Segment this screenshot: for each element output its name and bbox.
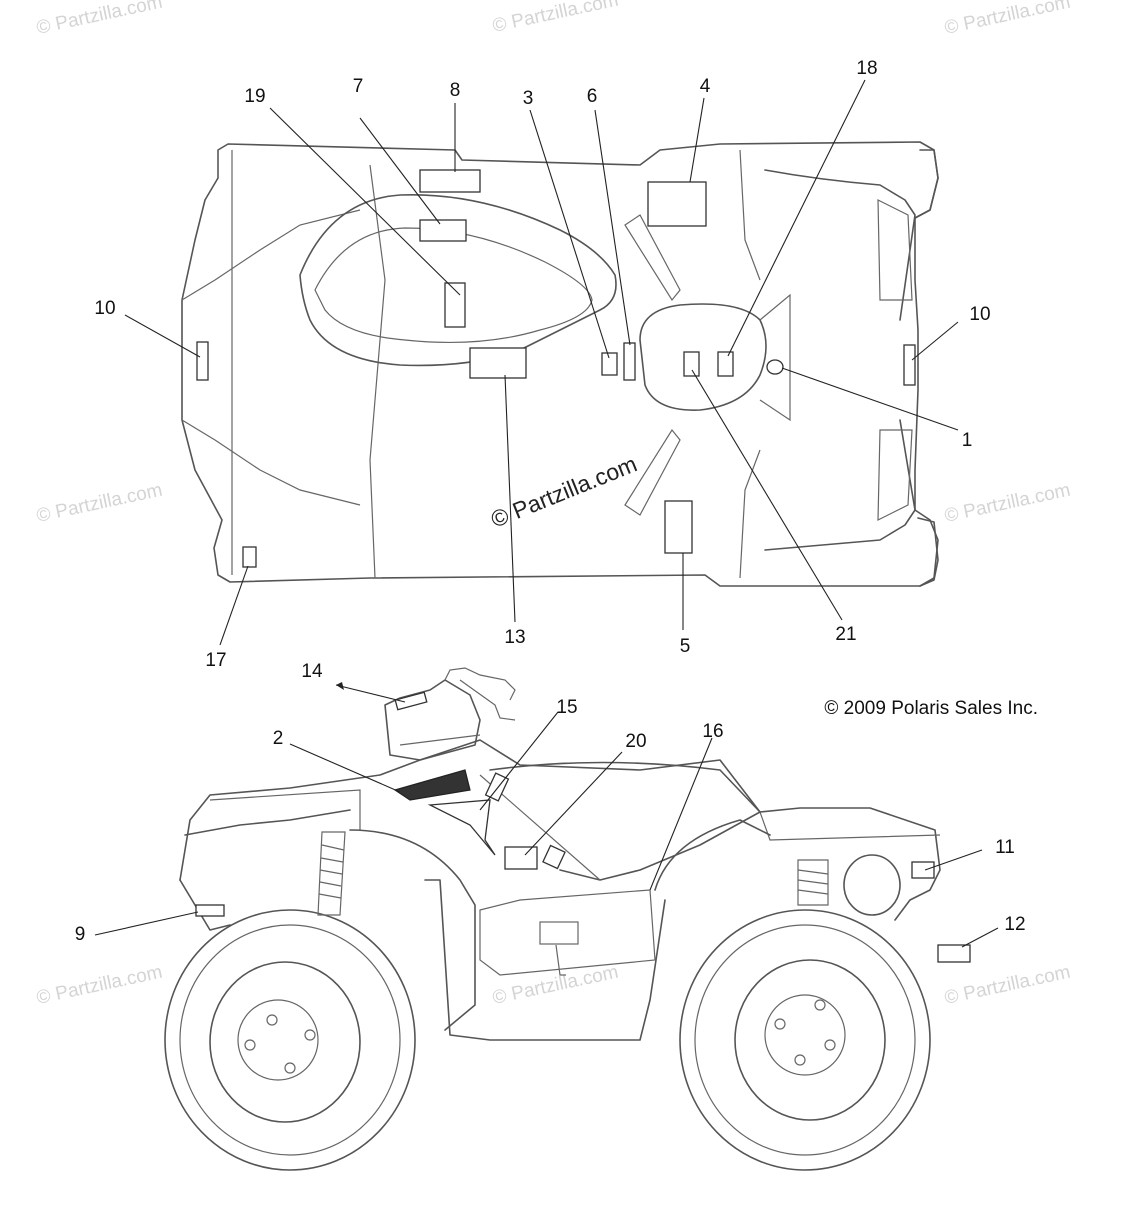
decal-7 xyxy=(419,219,467,242)
callout-17: 17 xyxy=(205,650,226,671)
side-view-body xyxy=(179,739,941,921)
top-view-outline xyxy=(181,141,939,587)
callout-10-rear: 10 xyxy=(94,298,115,319)
atv-top-view: 19 7 8 3 6 4 18 10 10 1 13 5 21 17 © Par… xyxy=(94,58,990,671)
watermark-bottom-right: © Partzilla.com xyxy=(943,962,1073,1009)
callout-20: 20 xyxy=(625,731,646,752)
decal-2 xyxy=(393,769,471,801)
front-shock xyxy=(797,859,829,906)
watermark-top-right: © Partzilla.com xyxy=(943,0,1073,39)
callout-6: 6 xyxy=(587,86,598,107)
decal-13 xyxy=(469,347,527,379)
callout-4: 4 xyxy=(700,76,711,97)
side-seat xyxy=(489,761,761,881)
decal-12 xyxy=(937,944,971,963)
decal-21 xyxy=(683,351,700,377)
decal-11 xyxy=(911,861,935,879)
callout-15: 15 xyxy=(556,697,577,718)
decal-18 xyxy=(717,351,734,377)
copyright-text: © 2009 Polaris Sales Inc. xyxy=(824,698,1038,719)
watermark-bottom-left: © Partzilla.com xyxy=(35,962,165,1009)
callout-8: 8 xyxy=(450,80,461,101)
handlebar xyxy=(384,679,481,761)
front-wheel xyxy=(679,909,931,1171)
watermark-bottom-center: © Partzilla.com xyxy=(491,962,621,1009)
decal-1 xyxy=(766,359,784,375)
decal-15 xyxy=(427,799,496,856)
callout-9: 9 xyxy=(75,924,86,945)
callout-19: 19 xyxy=(244,86,265,107)
callout-3: 3 xyxy=(523,88,534,109)
decal-9 xyxy=(195,904,225,917)
decal-17 xyxy=(242,546,257,568)
callout-7: 7 xyxy=(353,76,364,97)
decal-19 xyxy=(444,282,466,328)
callout-18: 18 xyxy=(856,58,877,79)
callout-11: 11 xyxy=(995,837,1015,858)
decal-6 xyxy=(623,342,636,381)
callout-10-front: 10 xyxy=(969,304,990,325)
decal-3 xyxy=(601,352,618,376)
decal-10-rear xyxy=(196,341,209,381)
decal-14 xyxy=(394,691,428,711)
decal-5 xyxy=(664,500,693,554)
callout-21: 21 xyxy=(835,624,856,645)
decal-4 xyxy=(647,181,707,227)
tank-outline xyxy=(639,303,767,411)
rear-wheel xyxy=(164,909,416,1171)
atv-side-view: © 2009 Polaris Sales Inc. xyxy=(75,661,1038,1171)
watermark-mid-right: © Partzilla.com xyxy=(943,480,1073,527)
callout-5: 5 xyxy=(680,636,691,657)
watermark-top-left: © Partzilla.com xyxy=(35,0,165,39)
callout-14: 14 xyxy=(301,661,323,682)
callout-2: 2 xyxy=(273,728,284,749)
decal-20 xyxy=(504,846,538,870)
callout-1: 1 xyxy=(962,430,973,451)
decal-8 xyxy=(419,169,481,193)
callouts-side-view: 14 2 15 20 16 11 9 12 xyxy=(75,661,1026,945)
watermark-mid-left: © Partzilla.com xyxy=(35,480,165,527)
watermark-top-center: © Partzilla.com xyxy=(491,0,621,37)
callout-12: 12 xyxy=(1004,914,1025,935)
callout-13: 13 xyxy=(504,627,525,648)
callout-16: 16 xyxy=(702,721,723,742)
rear-shock xyxy=(317,831,346,916)
callouts-top-view: 19 7 8 3 6 4 18 10 10 1 13 5 21 17 xyxy=(94,58,990,671)
decal-10-front xyxy=(903,344,916,386)
